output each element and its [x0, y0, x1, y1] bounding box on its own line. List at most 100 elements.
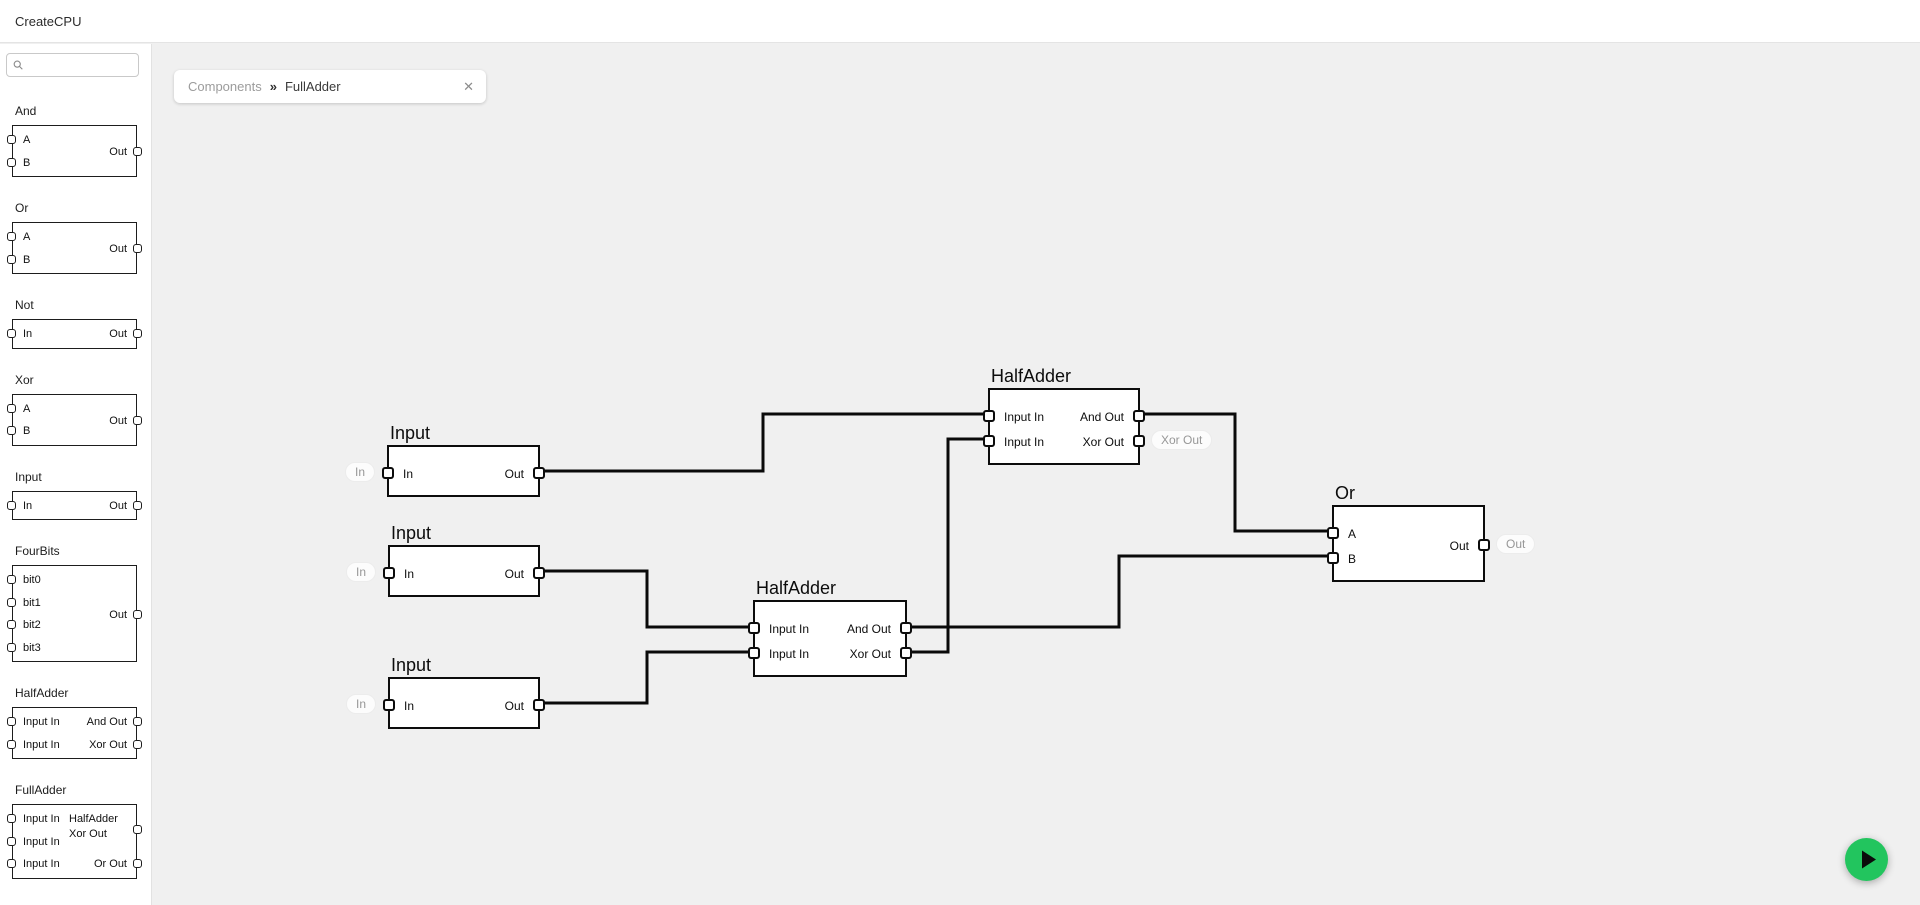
input-port [7, 620, 16, 629]
output-port [133, 717, 142, 726]
output-port[interactable] [900, 647, 912, 659]
wire[interactable] [907, 554, 1332, 629]
port-badge: Xor Out [1151, 429, 1213, 450]
node-title: Or [1335, 483, 1355, 503]
input-port[interactable] [1327, 552, 1339, 564]
port-badge: Out [1496, 533, 1536, 554]
search-input[interactable] [27, 58, 132, 72]
node-title: Input [391, 523, 432, 543]
port-label: Out [109, 414, 127, 427]
palette-item-label: Input [15, 469, 42, 484]
port-label: Input In [23, 858, 60, 870]
port-label: B [23, 253, 31, 266]
port-label: And Out [846, 621, 891, 636]
output-port [133, 500, 142, 510]
port-label: A [1348, 526, 1357, 541]
node-title: Input [390, 423, 431, 443]
port-label: A [23, 231, 31, 243]
input-port [7, 597, 16, 607]
input-port [7, 814, 16, 823]
input-port[interactable] [383, 699, 395, 711]
wire[interactable] [907, 437, 988, 654]
wire[interactable] [1140, 412, 1332, 533]
node-title: HalfAdder [991, 366, 1072, 386]
port-badge: In [345, 693, 376, 714]
output-port [133, 859, 142, 868]
input-port [7, 642, 16, 652]
breadcrumb-parent[interactable]: Components [188, 79, 262, 94]
run-button[interactable] [1845, 838, 1888, 881]
input-port [7, 717, 16, 726]
node-title: HalfAdder [756, 578, 837, 598]
port-label: Input In [23, 738, 60, 751]
output-port[interactable] [1133, 410, 1145, 422]
port-label: And Out [1079, 409, 1124, 424]
port-label: Out [109, 499, 127, 512]
input-port[interactable] [382, 467, 394, 479]
wire[interactable] [540, 650, 753, 705]
output-port [133, 739, 142, 749]
port-label: Out [109, 608, 127, 621]
palette-item-label: HalfAdder [15, 686, 69, 700]
input-port[interactable] [748, 622, 760, 634]
port-label: Input In [769, 621, 810, 636]
output-port[interactable] [533, 699, 545, 711]
output-port [133, 244, 142, 253]
search-box[interactable] [6, 53, 139, 77]
port-label: Xor Out [89, 738, 127, 751]
output-port[interactable] [900, 622, 912, 634]
input-port[interactable] [1327, 527, 1339, 539]
palette-item-label: Xor [15, 372, 34, 387]
port-label: In [404, 566, 415, 581]
port-label: And Out [86, 716, 127, 728]
input-port [7, 739, 16, 749]
output-port[interactable] [1133, 435, 1145, 447]
wire[interactable] [540, 569, 753, 629]
palette-item-label: Not [15, 298, 34, 312]
app-title: CreateCPU [15, 13, 82, 29]
input-port [7, 575, 16, 584]
wire[interactable] [540, 412, 988, 473]
close-icon[interactable]: ✕ [463, 78, 474, 94]
input-port[interactable] [383, 567, 395, 579]
tab-fulladder[interactable]: Components » FullAdder ✕ [174, 70, 486, 103]
palette-item-label: Or [15, 201, 29, 215]
output-port[interactable] [533, 567, 545, 579]
input-port[interactable] [983, 435, 995, 447]
search-icon [13, 60, 23, 70]
input-port [7, 836, 16, 846]
port-label: Out [109, 243, 127, 255]
port-label: HalfAdder Xor Out [69, 813, 118, 840]
port-label: Xor Out [849, 646, 891, 661]
port-label: A [23, 134, 31, 146]
port-label: bit2 [23, 619, 41, 631]
palette-item-label: And [15, 104, 37, 118]
port-label: bit1 [23, 596, 41, 609]
port-label: Input In [23, 813, 60, 825]
output-port[interactable] [533, 467, 545, 479]
output-port[interactable] [1478, 539, 1490, 551]
input-port[interactable] [748, 647, 760, 659]
input-port[interactable] [983, 410, 995, 422]
